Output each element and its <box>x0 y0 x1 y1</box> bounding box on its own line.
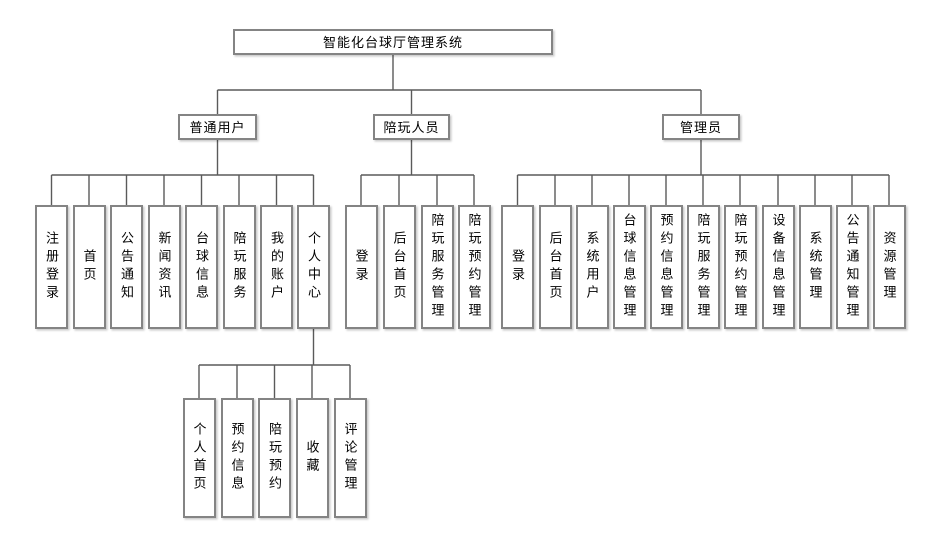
node-comment-mgmt: 评论管理 <box>333 398 367 518</box>
node-staff-backend-home: 后台首页 <box>382 205 416 329</box>
node-admin-login: 登录 <box>501 205 534 329</box>
node-announcement-mgmt: 公告通知管理 <box>835 205 869 329</box>
node-staff-companion-service-mgmt: 陪玩服务管理 <box>420 205 454 329</box>
node-billiards-info: 台球信息 <box>185 205 218 329</box>
node-booking-info: 预约信息 <box>220 398 254 518</box>
node-system-mgmt: 系统管理 <box>798 205 832 329</box>
node-companion-service: 陪玩服务 <box>222 205 256 329</box>
node-companion-booking: 陪玩预约 <box>258 398 291 518</box>
node-announcements: 公告通知 <box>110 205 143 329</box>
node-companion-staff: 陪玩人员 <box>373 114 450 140</box>
node-personal-home: 个人首页 <box>182 398 216 518</box>
node-system-users: 系统用户 <box>575 205 609 329</box>
node-regular-user: 普通用户 <box>178 114 257 140</box>
node-companion-booking-mgmt: 陪玩预约管理 <box>723 205 757 329</box>
node-system-title: 智能化台球厅管理系统 <box>233 29 553 55</box>
node-register-login: 注册登录 <box>35 205 68 329</box>
node-billiards-info-mgmt: 台球信息管理 <box>612 205 646 329</box>
node-staff-login: 登录 <box>344 205 378 329</box>
node-admin: 管理员 <box>662 114 740 140</box>
node-booking-info-mgmt: 预约信息管理 <box>649 205 683 329</box>
node-favorites: 收藏 <box>295 398 329 518</box>
node-equipment-info-mgmt: 设备信息管理 <box>761 205 795 329</box>
node-my-account: 我的账户 <box>260 205 293 329</box>
node-news: 新闻资讯 <box>147 205 181 329</box>
node-staff-companion-booking-mgmt: 陪玩预约管理 <box>457 205 491 329</box>
node-admin-backend-home: 后台首页 <box>538 205 572 329</box>
node-personal-center: 个人中心 <box>297 205 330 329</box>
node-resource-mgmt: 资源管理 <box>872 205 906 329</box>
node-companion-service-mgmt: 陪玩服务管理 <box>686 205 720 329</box>
node-homepage: 首页 <box>72 205 106 329</box>
